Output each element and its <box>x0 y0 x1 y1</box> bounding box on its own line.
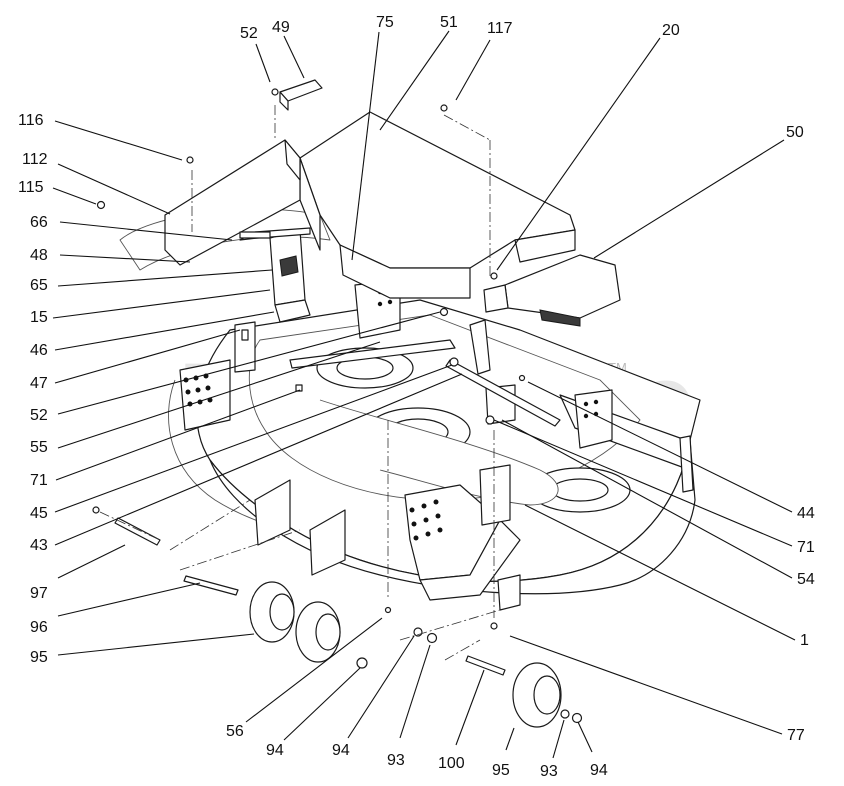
callout-52-left: 52 <box>30 407 48 424</box>
callout-94-b: 94 <box>332 742 350 759</box>
callout-50: 50 <box>786 124 804 141</box>
callout-44: 44 <box>797 505 815 522</box>
callout-94-c: 94 <box>590 762 608 779</box>
callout-94-a: 94 <box>266 742 284 759</box>
callout-52: 52 <box>240 25 258 42</box>
callout-48: 48 <box>30 247 48 264</box>
callout-43: 43 <box>30 537 48 554</box>
callout-71-right: 71 <box>797 539 815 556</box>
callout-15: 15 <box>30 309 48 326</box>
right-shield <box>483 254 621 327</box>
leader-lines <box>52 30 796 759</box>
callout-93-a: 93 <box>387 752 405 769</box>
callout-93-b: 93 <box>540 763 558 780</box>
callout-1: 1 <box>800 632 809 649</box>
callout-95-left: 95 <box>30 649 48 666</box>
callout-65: 65 <box>30 277 48 294</box>
callout-75: 75 <box>376 14 394 31</box>
callout-112: 112 <box>22 151 48 168</box>
callout-95-bottom: 95 <box>492 762 510 779</box>
callout-45: 45 <box>30 505 48 522</box>
caster-axles <box>114 517 506 676</box>
belt-cover <box>299 111 576 299</box>
callout-54: 54 <box>797 571 815 588</box>
left-cover-plate <box>164 139 301 266</box>
callout-56: 56 <box>226 723 244 740</box>
callout-77: 77 <box>787 727 805 744</box>
callout-100: 100 <box>438 755 465 772</box>
callout-116: 116 <box>18 112 44 129</box>
part-49-bracket <box>279 79 323 111</box>
callout-49: 49 <box>272 19 290 36</box>
caster-wheels <box>249 581 562 728</box>
hardware <box>92 88 583 724</box>
callout-115: 115 <box>18 179 44 196</box>
callout-46: 46 <box>30 342 48 359</box>
callout-117: 117 <box>487 20 513 37</box>
callout-97: 97 <box>30 585 48 602</box>
callout-47: 47 <box>30 375 48 392</box>
explode-lines <box>99 105 501 661</box>
callout-labels: 52 49 75 51 117 20 50 116 112 115 66 48 … <box>18 14 815 780</box>
callout-66: 66 <box>30 214 48 231</box>
callout-20: 20 <box>662 22 680 39</box>
callout-55: 55 <box>30 439 48 456</box>
callout-71-left: 71 <box>30 472 48 489</box>
callout-51: 51 <box>440 14 458 31</box>
hanger-bracket <box>234 229 311 373</box>
callout-96: 96 <box>30 619 48 636</box>
